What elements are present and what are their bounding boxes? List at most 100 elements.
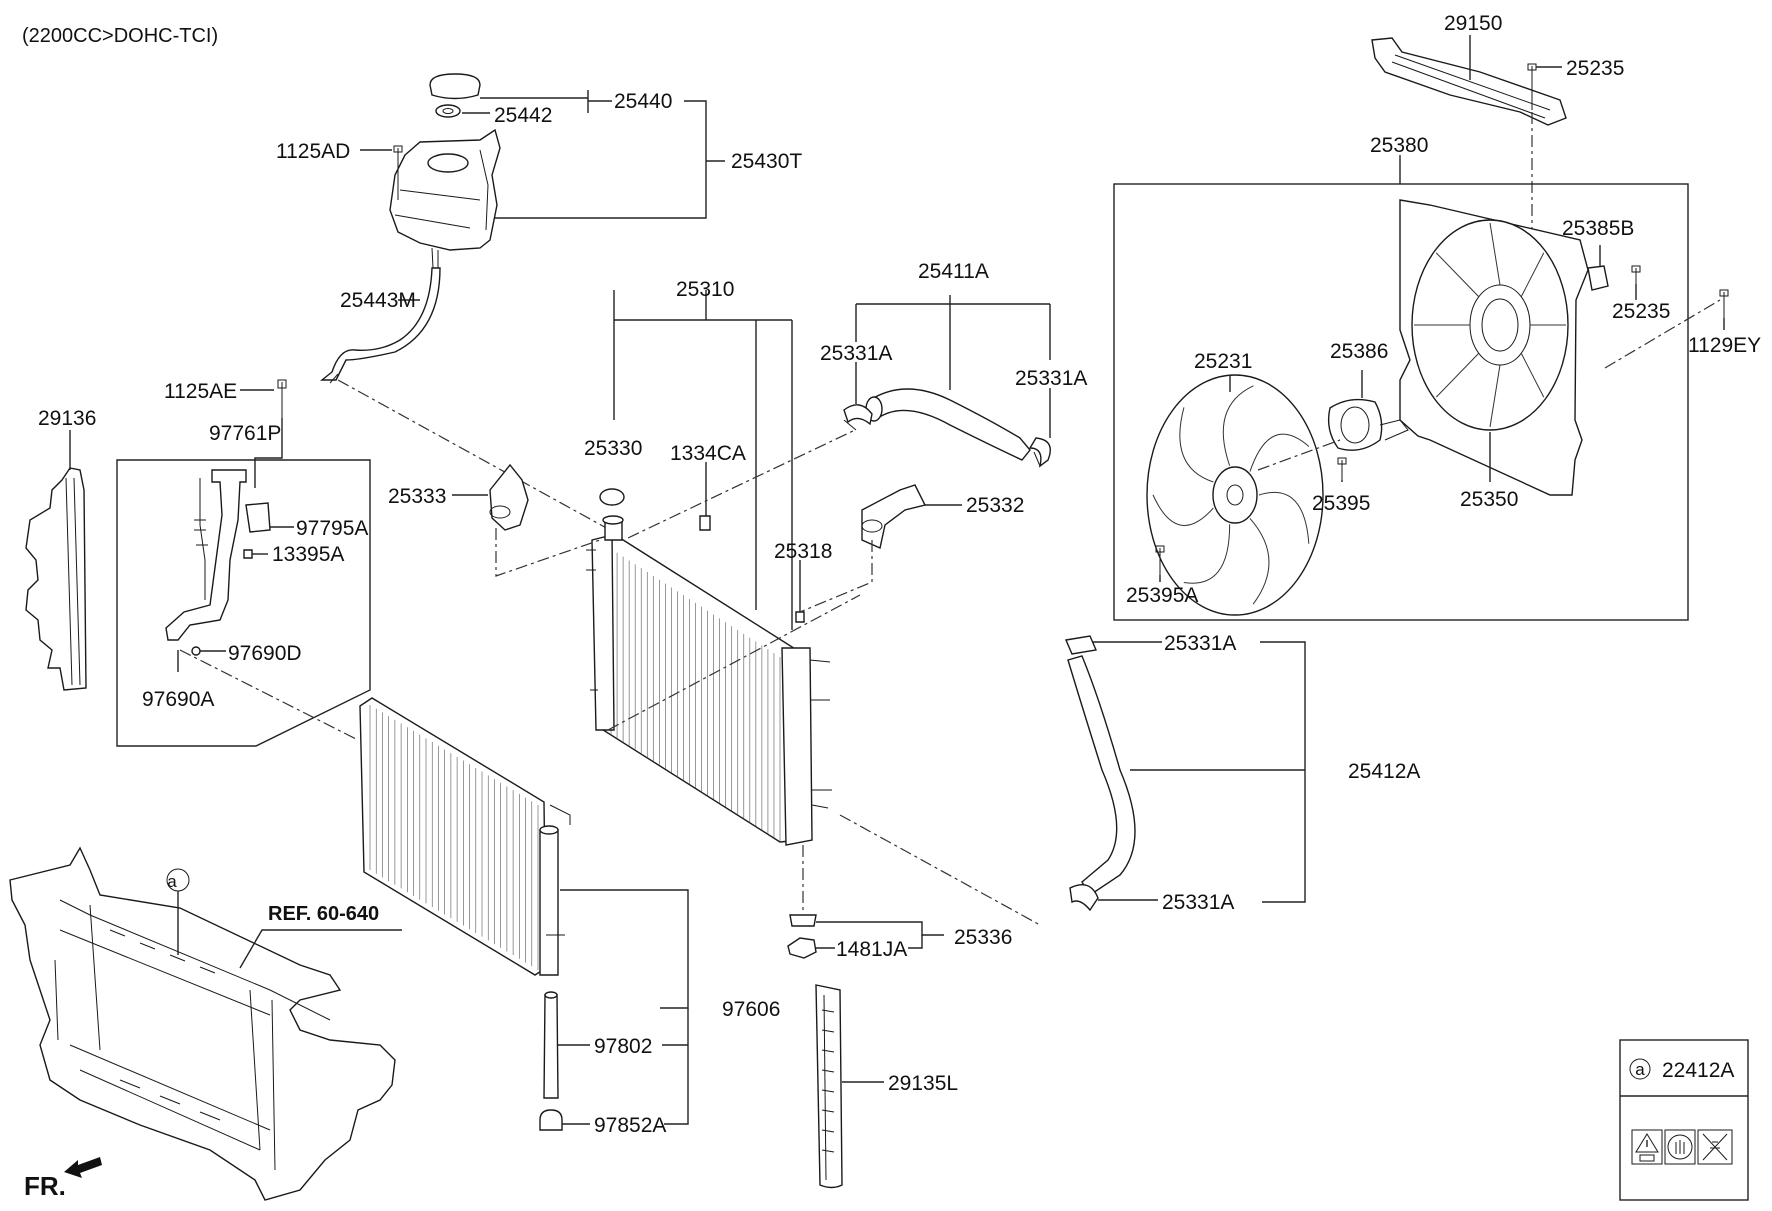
receiver-drier: [543, 994, 559, 1099]
label-97761P: 97761P: [209, 422, 281, 445]
bracket-25333: [452, 463, 601, 577]
label-25440: 25440: [614, 90, 672, 113]
ac-pipe-group: [116, 379, 371, 747]
label-25332: 25332: [966, 494, 1024, 517]
air-guard-left: [25, 430, 87, 691]
engine-spec-header: (2200CC>DOHC-TCI): [22, 25, 218, 47]
hose-clamp: [1069, 884, 1099, 912]
label-25331A-upper-right: 25331A: [1015, 367, 1087, 390]
label-25443M: 25443M: [340, 289, 416, 312]
shroud-spoke: [1520, 252, 1545, 297]
lower-hose: [1065, 635, 1306, 912]
label-25395A: 25395A: [1126, 584, 1198, 607]
label-25310: 25310: [676, 278, 734, 301]
fan-assembly-group: [1113, 155, 1721, 621]
label-25235-right: 25235: [1612, 300, 1670, 323]
label-1125AD: 1125AD: [276, 140, 350, 163]
label-29136: 29136: [38, 407, 96, 430]
label-25380: 25380: [1370, 134, 1428, 157]
condenser-fins: [369, 705, 539, 970]
label-25318: 25318: [774, 540, 832, 563]
drier-plug: [539, 1109, 563, 1131]
no-hot-coolant-icon: [1697, 1129, 1733, 1165]
bracket-25332: [799, 484, 962, 613]
label-13395A: 13395A: [272, 543, 344, 566]
legend-box: a 22412A: [1619, 1039, 1749, 1201]
reservoir-hose: [320, 267, 441, 381]
fan-blade-edge: [1258, 491, 1310, 544]
legend-part-number: 22412A: [1662, 1059, 1734, 1082]
shroud-spoke: [1520, 353, 1545, 398]
label-25412A: 25412A: [1348, 760, 1420, 783]
fan-blade-edge: [1249, 518, 1270, 605]
caution-triangle-icon: [1631, 1129, 1663, 1165]
fan-blade-edge: [1179, 407, 1214, 483]
condenser: [359, 697, 689, 1131]
fan-blade-edge: [1222, 385, 1254, 466]
shroud-spokes: [1414, 222, 1566, 428]
front-arrow-icon: [64, 1157, 102, 1178]
label-97795A: 97795A: [296, 517, 368, 540]
label-25231: 25231: [1194, 350, 1252, 373]
fan-resistor: [1587, 265, 1609, 291]
ac-pipe: [165, 469, 247, 641]
bolt-1129EY: [1719, 289, 1729, 330]
label-25430T: 25430T: [731, 150, 802, 173]
radiator: [586, 290, 1041, 926]
label-25336: 25336: [954, 926, 1012, 949]
ac-pipe-frame: [116, 459, 371, 747]
label-97690D: 97690D: [228, 642, 302, 665]
front-direction-label: FR.: [24, 1171, 66, 1201]
legend-callout-letter: a: [1635, 1060, 1645, 1079]
fan-blade-edge: [1152, 494, 1214, 526]
fan-motor: [1327, 398, 1383, 451]
label-25331A-upper-left: 25331A: [820, 342, 892, 365]
label-25330: 25330: [584, 437, 642, 460]
label-29135L: 29135L: [888, 1072, 958, 1095]
air-guard-lower: [815, 984, 884, 1189]
label-25442: 25442: [494, 104, 552, 127]
hose-clamp: [1065, 635, 1097, 655]
label-1481JA: 1481JA: [836, 938, 907, 961]
shroud-spoke: [1489, 364, 1501, 428]
label-25331A-lower-top: 25331A: [1164, 632, 1236, 655]
label-25386: 25386: [1330, 340, 1388, 363]
fan-assembly-frame: [1113, 183, 1689, 621]
drain-plug-group: [787, 845, 944, 959]
label-29150: 29150: [1444, 12, 1502, 35]
fan-blade-edge: [1183, 524, 1231, 584]
label-25385B: 25385B: [1562, 217, 1634, 240]
fan-blades: [1152, 385, 1310, 605]
label-97606: 97606: [722, 998, 780, 1021]
label-25395: 25395: [1312, 492, 1370, 515]
fan-blade-edge: [1249, 433, 1310, 472]
shroud-spoke: [1489, 222, 1501, 286]
label-25235-top: 25235: [1566, 57, 1624, 80]
label-25333: 25333: [388, 485, 446, 508]
label-25331A-lower-bottom: 25331A: [1162, 891, 1234, 914]
carrier-front-end-module: [9, 846, 402, 1201]
reservoir-tank-group: [320, 73, 725, 531]
label-97690A: 97690A: [142, 688, 214, 711]
radiator-cap: [599, 488, 625, 506]
bolt-1125AD: [393, 145, 403, 200]
label-1125AE: 1125AE: [164, 380, 237, 403]
hand-prohibited-icon: [1664, 1129, 1696, 1165]
reservoir-cap: [429, 73, 481, 100]
ref-label: REF. 60-640: [268, 903, 379, 925]
label-1334CA: 1334CA: [670, 442, 746, 465]
label-25350: 25350: [1460, 488, 1518, 511]
cap-gasket: [435, 104, 461, 118]
shroud-spoke: [1435, 352, 1480, 398]
reservoir-tank: [389, 128, 501, 251]
air-guard-upper: [1371, 35, 1567, 290]
upper-hose: [843, 295, 1051, 468]
label-1129EY: 1129EY: [1688, 334, 1761, 357]
ref-callout-letter: a: [167, 872, 177, 891]
hose-clamp: [1028, 437, 1051, 468]
label-97852A: 97852A: [594, 1114, 666, 1137]
hose-clamp: [843, 404, 873, 426]
shroud-spoke: [1435, 252, 1480, 298]
label-97802: 97802: [594, 1035, 652, 1058]
